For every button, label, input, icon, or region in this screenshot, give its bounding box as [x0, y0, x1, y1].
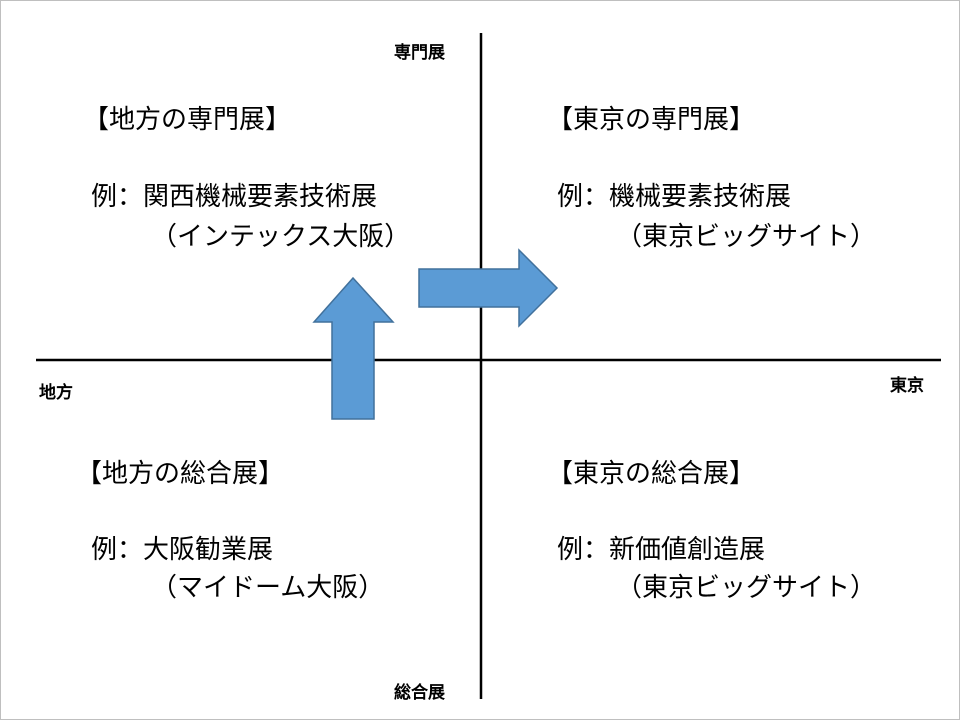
axis-label-right: 東京	[890, 376, 924, 396]
example-text: 例：大阪勧業展	[91, 535, 274, 565]
venue-text: （インテックス大阪）	[151, 222, 411, 252]
right-arrow	[418, 248, 559, 328]
axis-label-bottom: 総合展	[394, 683, 445, 703]
example-text: 例：関西機械要素技術展	[91, 182, 378, 212]
quadrant-title: 【東京の総合展】	[547, 459, 756, 489]
venue-text: （東京ビッグサイト）	[616, 573, 877, 603]
example-text: 例：新価値創造展	[557, 535, 766, 565]
quadrant-title: 【地方の総合展】	[76, 459, 285, 489]
venue-text: （東京ビッグサイト）	[616, 222, 877, 252]
example-text: 例：機械要素技術展	[557, 182, 792, 212]
quadrant-title: 【東京の専門展】	[547, 105, 756, 135]
axis-label-top: 専門展	[394, 43, 445, 63]
quadrant-title: 【地方の専門展】	[83, 105, 292, 135]
axis-label-left: 地方	[39, 383, 73, 403]
venue-text: （マイドーム大阪）	[151, 573, 385, 603]
up-arrow	[312, 276, 395, 420]
